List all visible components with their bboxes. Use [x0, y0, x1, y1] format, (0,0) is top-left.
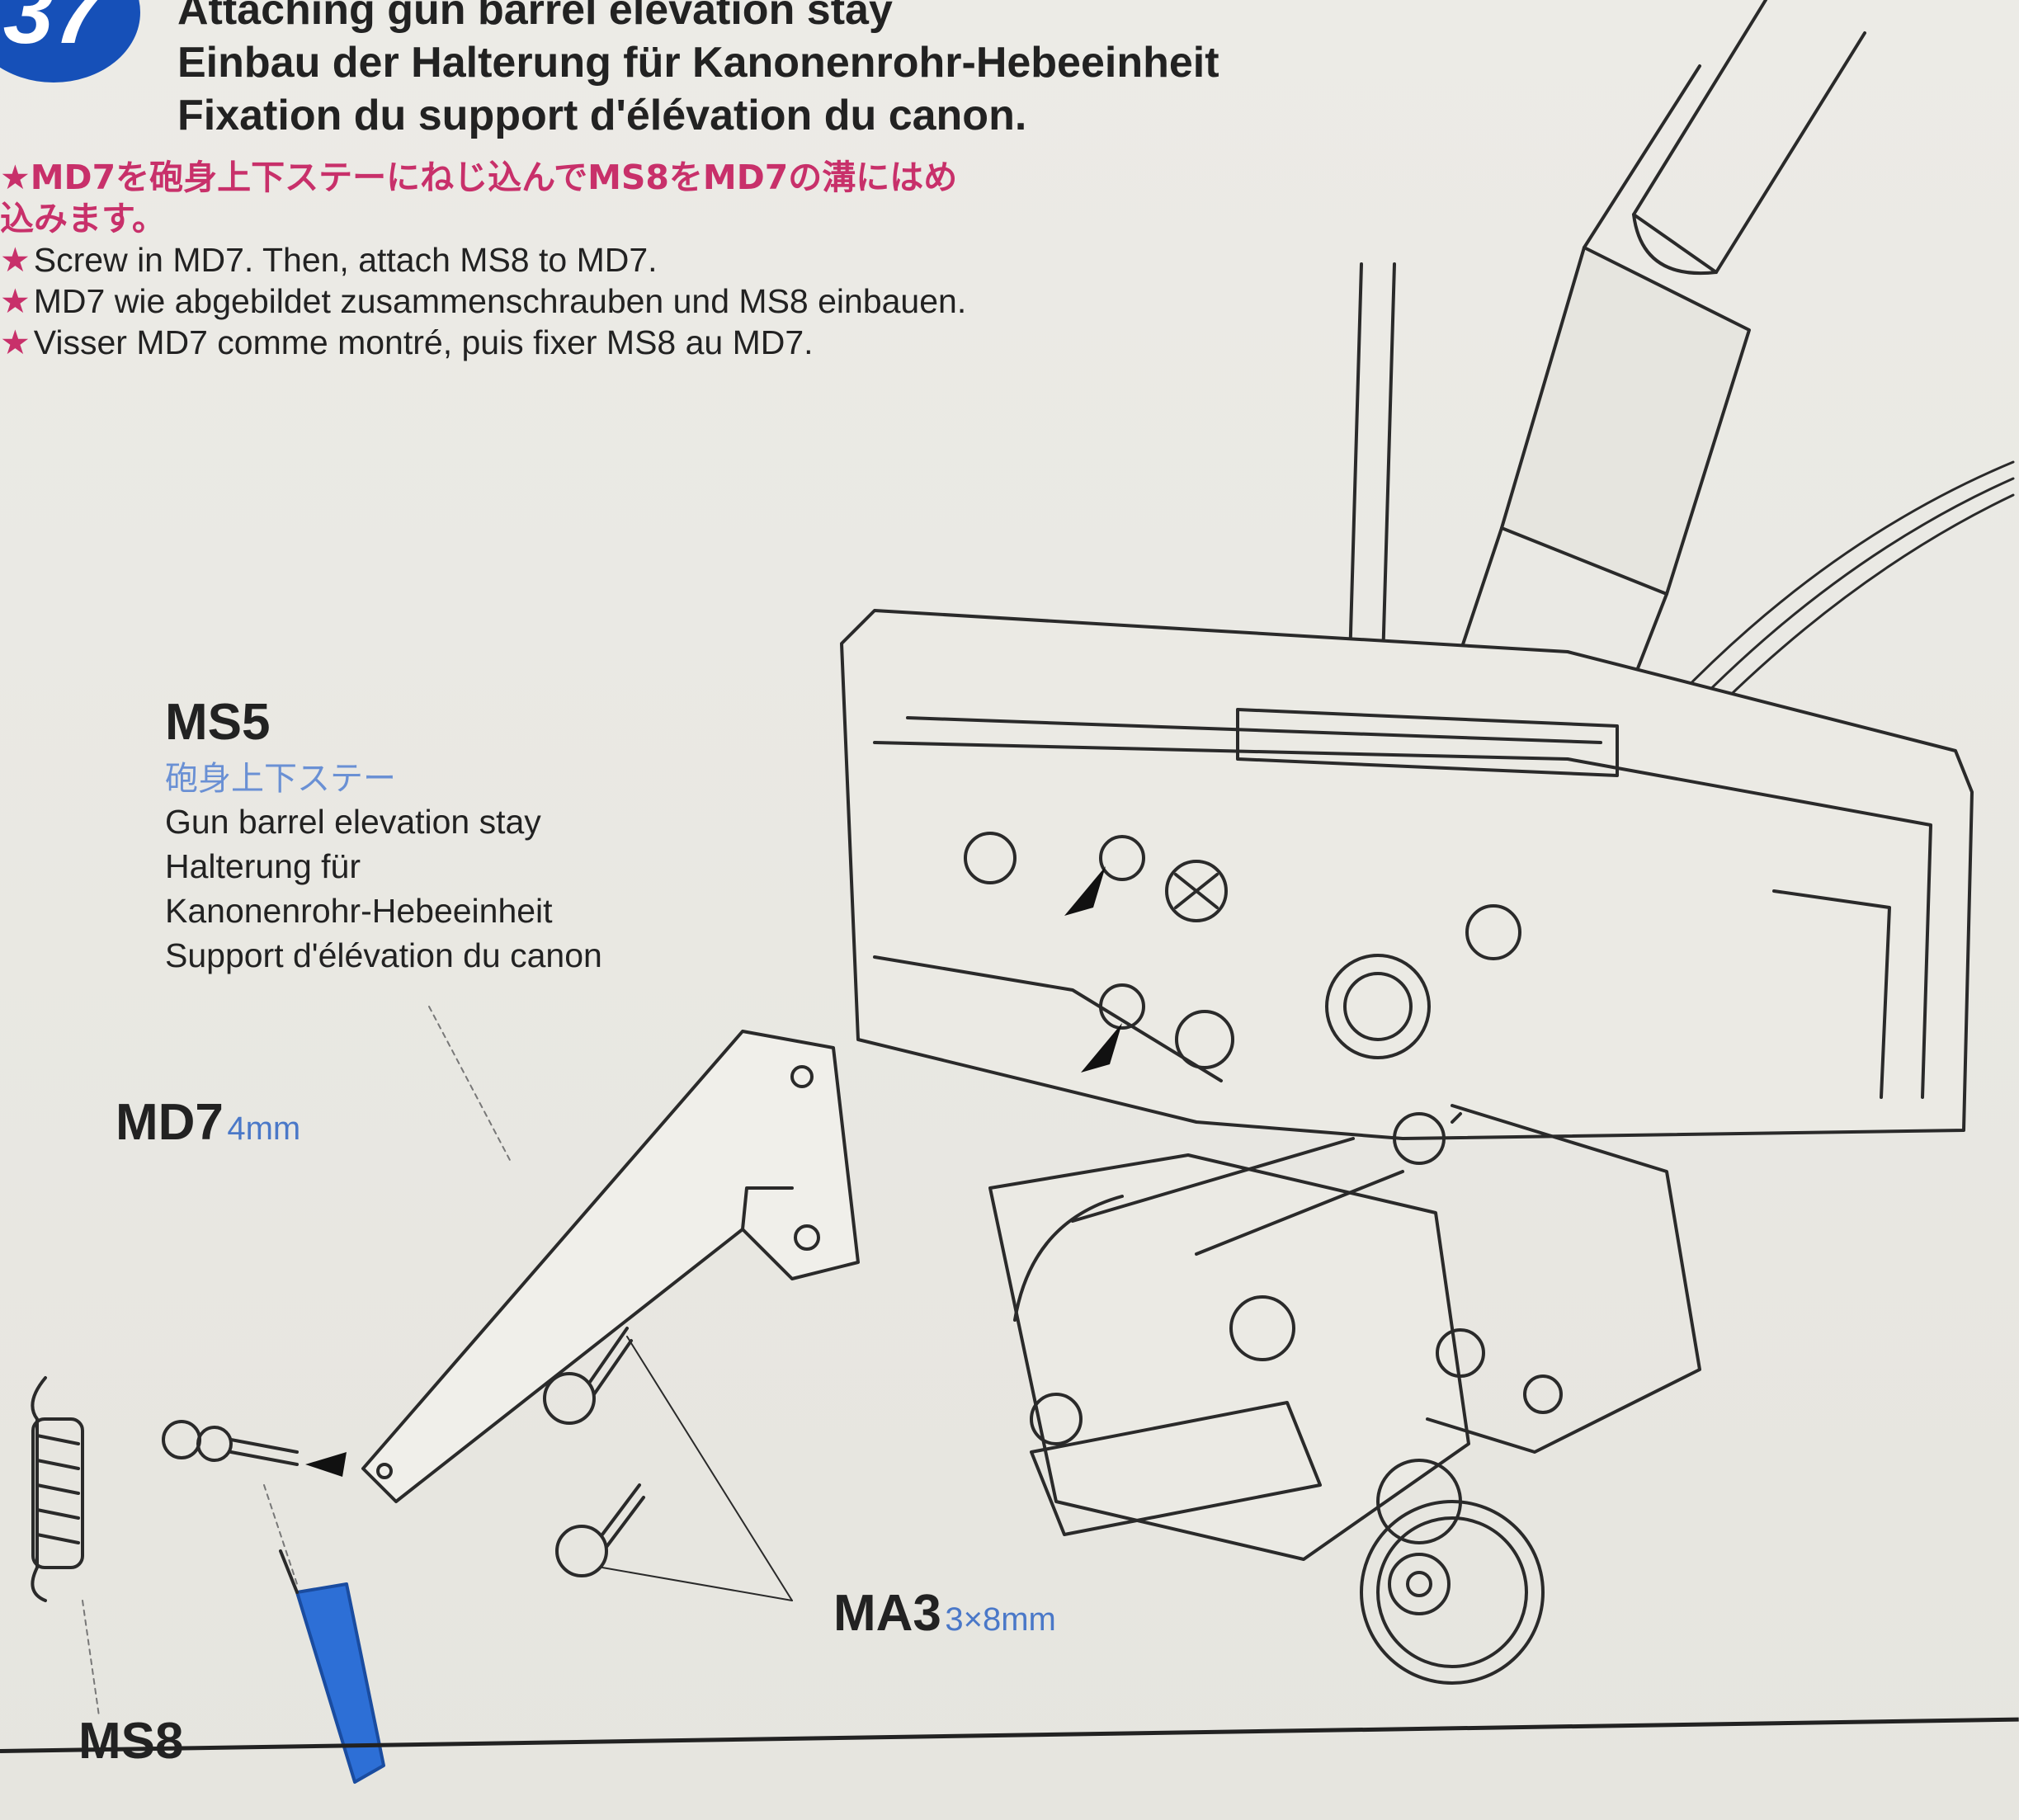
screws-ma3 [543, 1327, 793, 1601]
note-de: MD7 wie abgebildet zusammenschrauben und… [33, 282, 967, 320]
turret-housing [840, 609, 1974, 1165]
part-label-ma3: MA3 3×8mm [833, 1585, 1056, 1642]
leader-lines [82, 1006, 512, 1717]
part-label-ms5: MS5 砲身上下ステー Gun barrel elevation stay Ha… [165, 694, 602, 974]
part-label-md7: MD7 4mm [116, 1094, 301, 1151]
step-titles: Attaching gun barrel elevation stay Einb… [177, 0, 1219, 142]
note-jp-line1: ★MD7を砲身上下ステーにねじ込んでMS8をMD7の溝にはめ [0, 158, 958, 197]
gearbox [988, 1104, 1701, 1685]
note-en: Screw in MD7. Then, attach MS8 to MD7. [33, 241, 658, 279]
step-number: 37 [2, 0, 105, 63]
step-number-badge: 37 [0, 0, 140, 83]
part-label-ms8: MS8 [78, 1713, 184, 1770]
star-icon: ★ [0, 241, 31, 279]
title-en: Attaching gun barrel elevation stay [177, 0, 893, 34]
note-fr: Visser MD7 comme montré, puis fixer MS8 … [33, 323, 814, 361]
glue-tube [279, 1549, 385, 1784]
insert-arrows [305, 866, 1122, 1477]
star-icon: ★ [0, 282, 31, 320]
note-jp-line2: 込みます。 [0, 199, 166, 238]
spring-ms8 [31, 1376, 299, 1602]
elevation-stay-bracket [361, 1030, 860, 1503]
title-de: Einbau der Halterung für Kanonenrohr-Heb… [177, 39, 1219, 87]
star-icon: ★ [0, 323, 31, 361]
title-fr: Fixation du support d'élévation du canon… [177, 92, 1027, 139]
step-notes: ★MD7を砲身上下ステーにねじ込んでMS8をMD7の溝にはめ 込みます。 ★Sc… [0, 157, 966, 363]
